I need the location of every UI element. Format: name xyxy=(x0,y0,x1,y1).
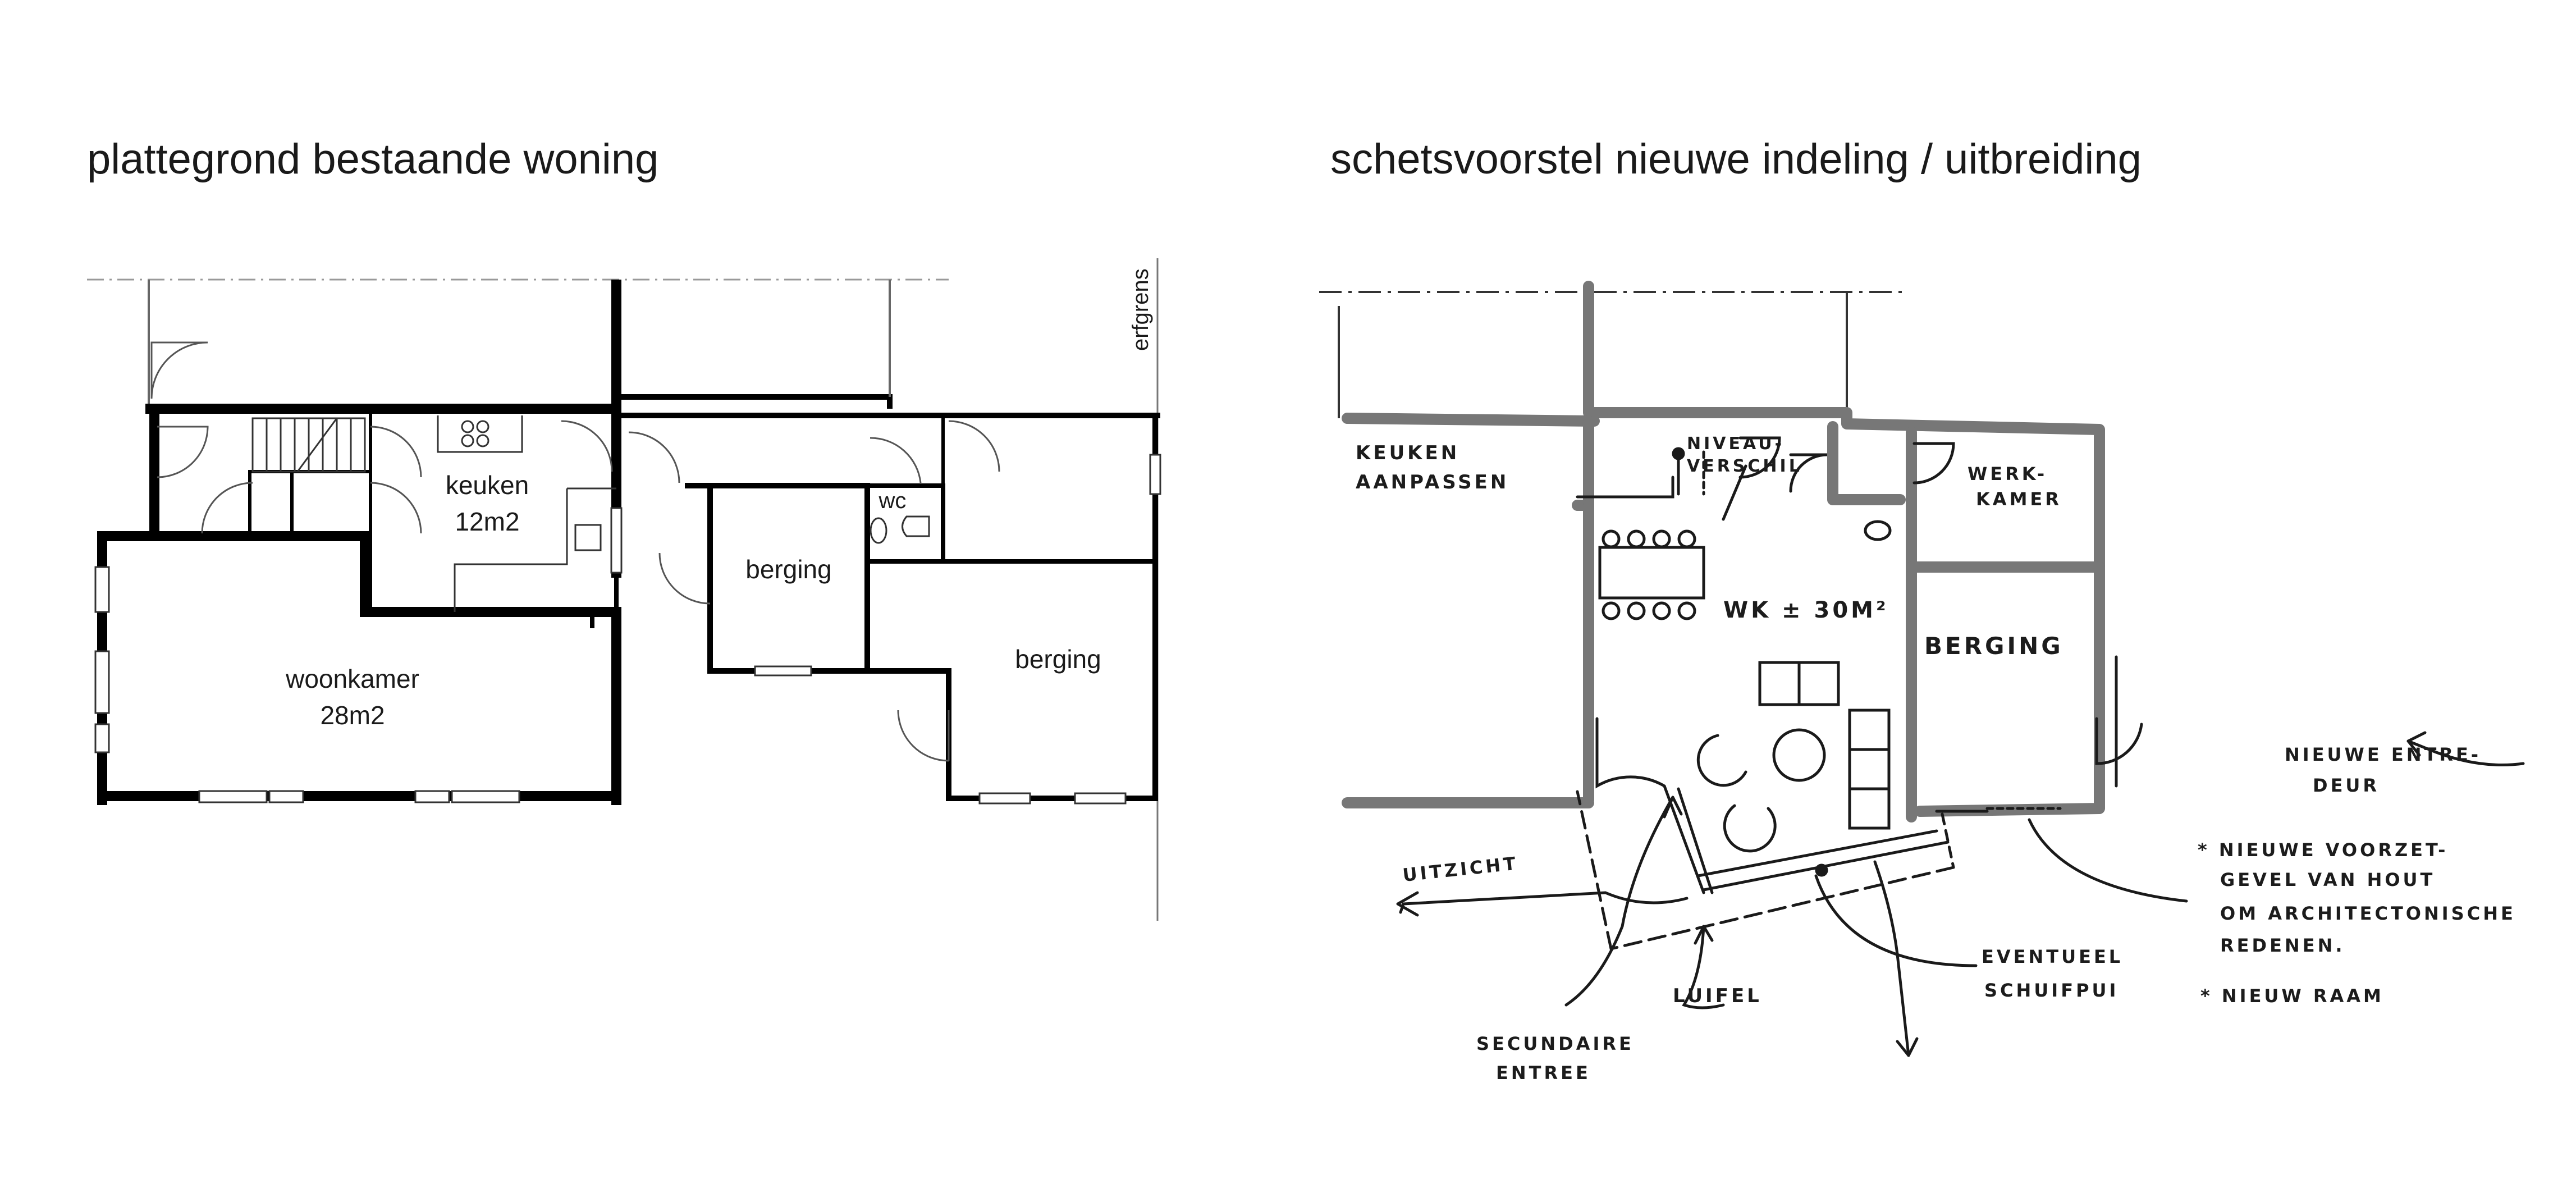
woonkamer-area-label: 28m2 xyxy=(320,701,385,730)
entre-note-line1: NIEUWE ENTRE- xyxy=(2285,744,2481,765)
voorzet-note-line4: REDENEN. xyxy=(2220,935,2345,956)
entre-note-line2: DEUR xyxy=(2313,775,2380,796)
woonkamer-label: woonkamer xyxy=(285,664,419,693)
wc-label: wc xyxy=(879,488,907,513)
sketch-plan-title: schetsvoorstel nieuwe indeling / uitbrei… xyxy=(1330,135,2142,183)
voorzet-note-line1: * NIEUWE VOORZET- xyxy=(2198,839,2448,861)
kitchen-fittings xyxy=(437,415,616,612)
raam-note: * NIEUW RAAM xyxy=(2200,985,2384,1007)
existing-floorplan-drawing: erfgrens xyxy=(87,258,1161,921)
sketch-proposal-panel: schetsvoorstel nieuwe indeling / uitbrei… xyxy=(1285,0,2576,1179)
berging-2-label: berging xyxy=(1015,645,1101,674)
keuken-label: keuken xyxy=(446,470,529,500)
existing-plan-title: plattegrond bestaande woning xyxy=(87,135,659,183)
luifel-note: LUIFEL xyxy=(1673,985,1762,1007)
keuken-note-line2: AANPASSEN xyxy=(1356,471,1509,493)
sketch-walls xyxy=(1342,281,2105,822)
voorzet-note-line2: GEVEL VAN HOUT xyxy=(2220,869,2435,890)
voorzet-note-line3: OM ARCHITECTONISCHE xyxy=(2220,903,2516,924)
keuken-note-line1: KEUKEN xyxy=(1356,442,1459,464)
door-swings xyxy=(157,420,1000,762)
berging-note: BERGING xyxy=(1924,632,2063,660)
sketch-drawing: KEUKEN AANPASSEN NIVEAU- VERSCHIL WERK- … xyxy=(1319,281,2525,1084)
berging-1-label: berging xyxy=(745,555,831,584)
werkkamer-note-line2: KAMER xyxy=(1976,488,2062,510)
sketch-linework xyxy=(1396,436,2525,1057)
staircase xyxy=(251,417,366,473)
annex-door-swing xyxy=(150,341,208,399)
keuken-area-label: 12m2 xyxy=(455,507,519,536)
annex-wall xyxy=(616,394,893,409)
uitzicht-note: UITZICHT xyxy=(1402,853,1520,886)
existing-floorplan-panel: plattegrond bestaande woning erfgrens xyxy=(0,0,1285,1179)
niveau-note-line2: VERSCHIL xyxy=(1687,456,1802,476)
window-openings xyxy=(94,454,1161,805)
secundaire-note-line1: SECUNDAIRE xyxy=(1476,1033,1634,1054)
niveau-note-line1: NIVEAU- xyxy=(1687,434,1785,454)
erfgrens-label: erfgrens xyxy=(1128,268,1153,351)
secundaire-note-line2: ENTREE xyxy=(1496,1062,1591,1084)
eventueel-note-line2: SCHUIFPUI xyxy=(1984,980,2119,1001)
werkkamer-note-line1: WERK- xyxy=(1968,463,2047,485)
eventueel-note-line1: EVENTUEEL xyxy=(1982,946,2123,967)
wc-fittings xyxy=(870,515,930,544)
wk-area-note: WK ± 30M² xyxy=(1723,597,1888,623)
